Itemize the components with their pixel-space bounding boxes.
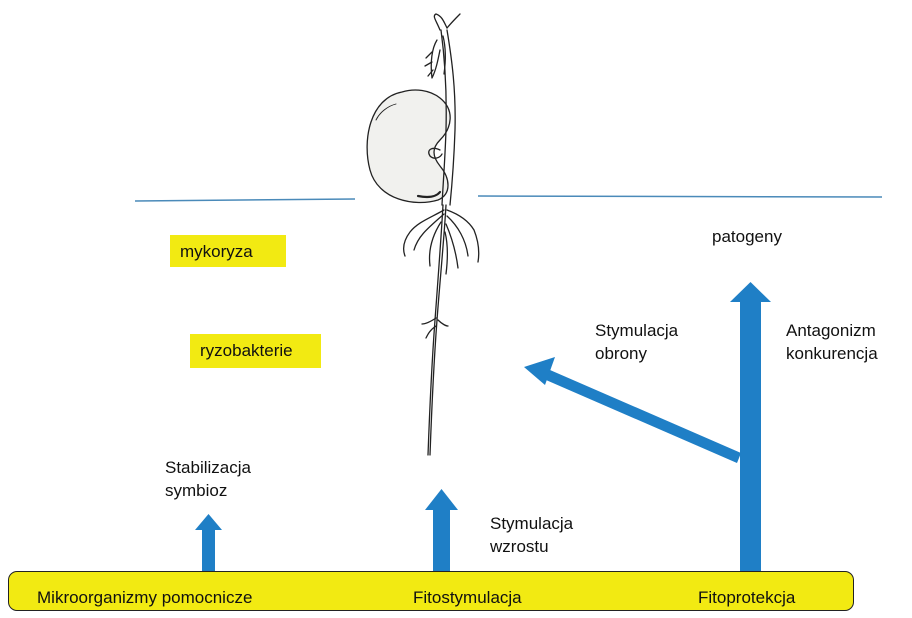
soil-line-left — [135, 199, 355, 201]
label-stabilizacja-line1: Stabilizacja — [165, 456, 251, 479]
label-stymulacja-obrony: Stymulacja obrony — [595, 319, 678, 365]
label-antagonizm-line2: konkurencja — [786, 342, 878, 365]
bar-label-fitostymulacja: Fitostymulacja — [413, 588, 522, 608]
arrow-patogeny — [730, 282, 771, 572]
label-stymulacja-wzrostu: Stymulacja wzrostu — [490, 512, 573, 558]
label-mykoryza: mykoryza — [170, 235, 286, 267]
label-antagonizm-konkurencja: Antagonizm konkurencja — [786, 319, 878, 365]
label-antagonizm-line1: Antagonizm — [786, 319, 878, 342]
label-stymulacja-wzrostu-line2: wzrostu — [490, 535, 573, 558]
label-stabilizacja-line2: symbioz — [165, 479, 251, 502]
label-stymulacja-obrony-line1: Stymulacja — [595, 319, 678, 342]
bar-label-fitoprotekcja: Fitoprotekcja — [698, 588, 795, 608]
label-patogeny: patogeny — [712, 225, 782, 248]
bar-label-mikroorganizmy: Mikroorganizmy pomocnicze — [37, 588, 252, 608]
arrow-fitostymulacja — [425, 489, 458, 572]
label-stymulacja-obrony-line2: obrony — [595, 342, 678, 365]
arrow-stymulacja-obrony — [524, 357, 741, 463]
label-ryzobakterie: ryzobakterie — [190, 334, 321, 368]
label-stymulacja-wzrostu-line1: Stymulacja — [490, 512, 573, 535]
arrow-stabilizacja — [195, 514, 222, 572]
label-stabilizacja-symbioz: Stabilizacja symbioz — [165, 456, 251, 502]
seedling-drawing — [367, 14, 479, 455]
soil-line-right — [478, 196, 882, 197]
